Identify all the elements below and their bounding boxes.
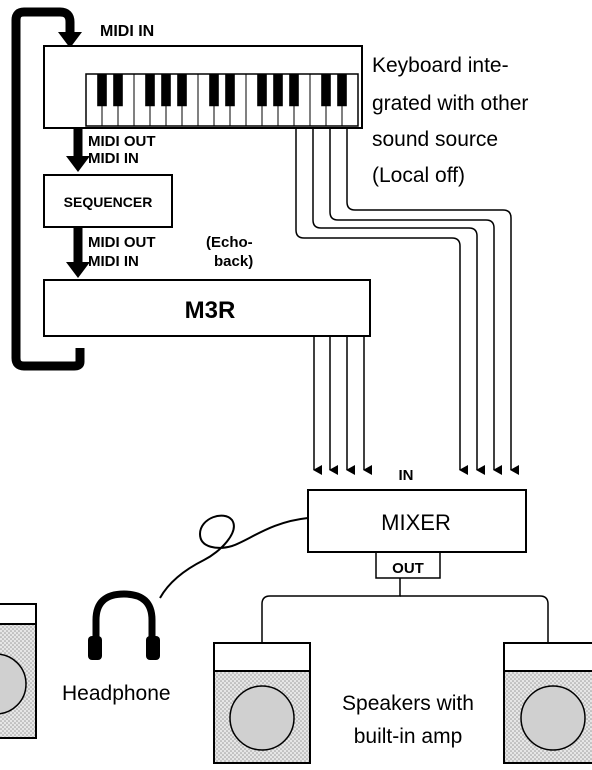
keyboard-keybed [85,73,359,127]
echo-label-2: back) [214,253,253,270]
echo-label-1: (Echo- [206,234,253,251]
midi-out-label-2: MIDI OUT [88,234,156,251]
keyboard-desc-line3: sound source [372,128,498,151]
speakers-label-line2: built-in amp [354,725,463,748]
black-key [337,74,347,107]
speakers-label-line1: Speakers with [342,692,474,715]
headphone-cable [159,514,309,599]
black-key [225,74,235,107]
midi-in-label-3: MIDI IN [88,253,139,270]
headphone-icon [88,590,160,660]
midi-out-label-1: MIDI OUT [88,133,156,150]
black-key [273,74,283,107]
keyboard-desc-line1: Keyboard inte- [372,54,509,77]
m3r-audio-cables [313,336,372,475]
mixer-in-label: IN [399,467,414,484]
black-key [209,74,219,107]
black-key [113,74,123,107]
keyboard-audio-cables [295,128,519,475]
black-key [177,74,187,107]
black-key [97,74,107,107]
mixer-out-connector [375,552,441,579]
keyboard-desc-line4: (Local off) [372,164,465,187]
midi-in-label-top: MIDI IN [100,23,154,40]
m3r-label: M3R [185,297,236,324]
black-key [257,74,267,107]
keyboard-desc-line2: grated with other [372,92,528,115]
speaker-middle [213,642,311,764]
black-key [161,74,171,107]
mixer-label: MIXER [381,510,451,535]
sequencer-box [43,174,173,228]
speaker-right [503,642,592,764]
black-key [321,74,331,107]
black-key [289,74,299,107]
m3r-box [43,279,371,337]
sequencer-label: SEQUENCER [64,194,153,210]
keyboard-to-sequencer-cable [66,128,90,172]
headphone-label: Headphone [62,682,171,705]
speaker-left-partial [0,603,37,739]
midi-in-label-2: MIDI IN [88,150,139,167]
keyboard-keys [85,73,359,127]
keyboard [43,45,363,129]
speaker-cables [261,578,549,643]
midi-loop-cable [11,7,85,371]
mixer-box [307,489,527,553]
black-key [145,74,155,107]
mixer-out-label: OUT [392,560,424,577]
sequencer-to-m3r-cable [66,227,90,278]
